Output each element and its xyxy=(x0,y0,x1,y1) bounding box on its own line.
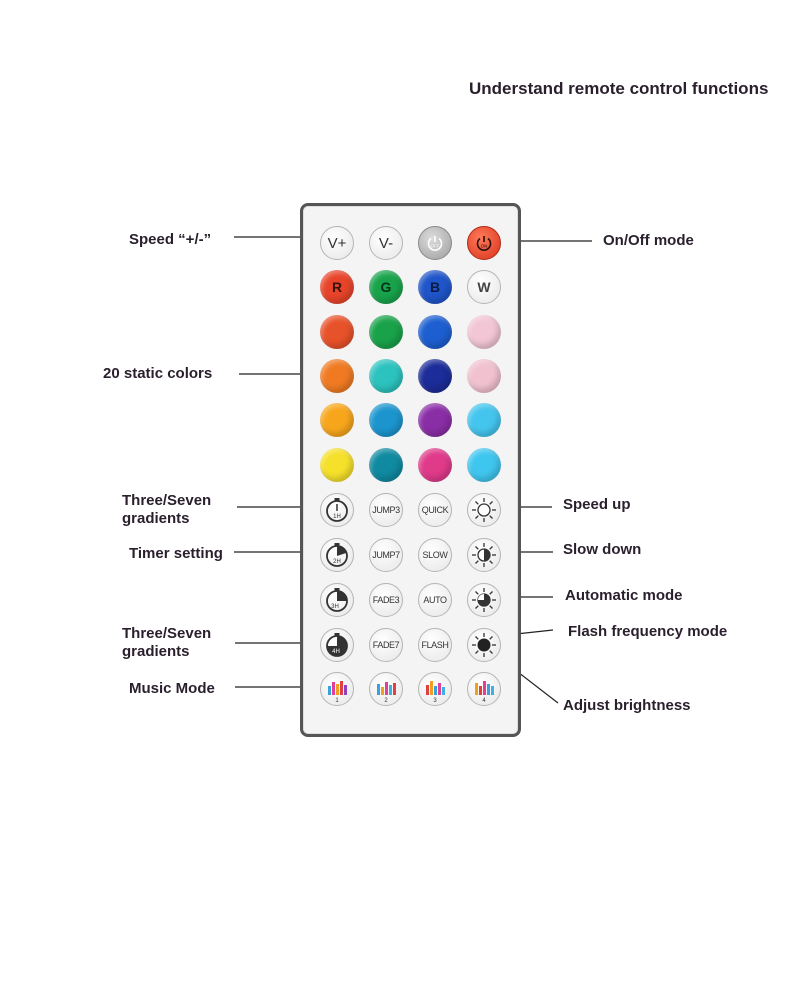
music-1-button[interactable]: 1 xyxy=(320,672,354,706)
page-title: Understand remote control functions xyxy=(469,79,769,98)
music-4-button[interactable]: 4 xyxy=(467,672,501,706)
jump3-button[interactable]: JUMP3 xyxy=(369,493,403,527)
fade3-button[interactable]: FADE3 xyxy=(369,583,403,617)
stopwatch-icon: 4H xyxy=(326,633,348,657)
color-button[interactable] xyxy=(467,403,501,437)
fade7-button[interactable]: FADE7 xyxy=(369,628,403,662)
stopwatch-icon: 1H xyxy=(326,498,348,522)
color-button[interactable] xyxy=(418,448,452,482)
label-speed: Speed “+/-” xyxy=(129,231,212,248)
blue-button[interactable]: B xyxy=(418,270,452,304)
color-button[interactable] xyxy=(369,359,403,393)
brightness-down-button[interactable] xyxy=(467,538,501,572)
music-label: 4 xyxy=(482,698,486,704)
timer-label: 3H xyxy=(331,604,339,610)
brightness-full-button[interactable] xyxy=(467,628,501,662)
white-label: W xyxy=(477,279,491,295)
power-on-button[interactable]: ON xyxy=(467,226,501,260)
remote-control: V+ V- OFF ON R G B W xyxy=(300,203,521,737)
slow-button[interactable]: SLOW xyxy=(418,538,452,572)
power-icon: ON xyxy=(476,236,492,251)
quick-button[interactable]: QUICK xyxy=(418,493,452,527)
timer-label: 1H xyxy=(333,514,341,520)
color-button[interactable] xyxy=(320,315,354,349)
slow-label: SLOW xyxy=(422,550,448,560)
sun-icon xyxy=(472,498,496,522)
jump7-label: JUMP7 xyxy=(372,550,400,560)
speed-minus-label: V- xyxy=(378,234,394,252)
fade3-label: FADE3 xyxy=(372,595,400,605)
color-button[interactable] xyxy=(467,359,501,393)
label-static-colors: 20 static colors xyxy=(103,365,213,382)
stopwatch-icon: 3H xyxy=(326,588,348,612)
green-label: G xyxy=(380,279,392,295)
timer-2h-button[interactable]: 2H xyxy=(320,538,354,572)
speed-plus-label: V+ xyxy=(327,234,347,252)
flash-button[interactable]: FLASH xyxy=(418,628,452,662)
equalizer-icon: 1 xyxy=(328,681,347,704)
auto-button[interactable]: AUTO xyxy=(418,583,452,617)
green-button[interactable]: G xyxy=(369,270,403,304)
label-speed-up: Speed up xyxy=(563,496,631,513)
color-button[interactable] xyxy=(369,315,403,349)
power-icon: OFF xyxy=(427,236,443,251)
quick-label: QUICK xyxy=(421,505,449,515)
label-brightness: Adjust brightness xyxy=(563,697,691,714)
sun-icon xyxy=(472,633,496,657)
jump3-label: JUMP3 xyxy=(372,505,400,515)
equalizer-icon: 4 xyxy=(475,681,494,704)
music-label: 3 xyxy=(433,698,437,704)
fade7-label: FADE7 xyxy=(372,640,400,650)
music-label: 2 xyxy=(384,698,388,704)
power-off-button[interactable]: OFF xyxy=(418,226,452,260)
label-timer: Timer setting xyxy=(129,545,223,562)
music-label: 1 xyxy=(335,698,339,704)
speed-down-button[interactable]: V- xyxy=(369,226,403,260)
stopwatch-icon: 2H xyxy=(326,543,348,567)
label-automatic: Automatic mode xyxy=(565,587,683,604)
label-on-off: On/Off mode xyxy=(603,232,694,249)
power-off-text: OFF xyxy=(431,244,440,249)
sun-icon xyxy=(472,588,496,612)
white-button[interactable]: W xyxy=(467,270,501,304)
color-button[interactable] xyxy=(369,448,403,482)
color-button[interactable] xyxy=(320,448,354,482)
label-slow-down: Slow down xyxy=(563,541,642,558)
music-2-button[interactable]: 2 xyxy=(369,672,403,706)
sun-icon xyxy=(472,543,496,567)
flash-label: FLASH xyxy=(421,640,449,650)
brightness-up-button[interactable] xyxy=(467,493,501,527)
timer-4h-button[interactable]: 4H xyxy=(320,628,354,662)
label-music: Music Mode xyxy=(129,680,215,697)
color-button[interactable] xyxy=(467,315,501,349)
color-button[interactable] xyxy=(418,359,452,393)
timer-1h-button[interactable]: 1H xyxy=(320,493,354,527)
label-gradients-2: Three/Seven gradients xyxy=(122,625,212,660)
color-button[interactable] xyxy=(320,403,354,437)
speed-up-button[interactable]: V+ xyxy=(320,226,354,260)
color-button[interactable] xyxy=(467,448,501,482)
timer-label: 4H xyxy=(332,649,340,655)
color-button[interactable] xyxy=(369,403,403,437)
power-on-text: ON xyxy=(481,244,488,249)
label-gradients-1: Three/Seven gradients xyxy=(122,492,212,527)
blue-label: B xyxy=(429,279,441,295)
auto-label: AUTO xyxy=(423,595,447,605)
music-3-button[interactable]: 3 xyxy=(418,672,452,706)
equalizer-icon: 2 xyxy=(377,682,396,704)
color-button[interactable] xyxy=(418,315,452,349)
color-button[interactable] xyxy=(418,403,452,437)
jump7-button[interactable]: JUMP7 xyxy=(369,538,403,572)
color-button[interactable] xyxy=(320,359,354,393)
timer-label: 2H xyxy=(333,559,341,565)
equalizer-icon: 3 xyxy=(426,681,445,704)
red-button[interactable]: R xyxy=(320,270,354,304)
brightness-auto-button[interactable] xyxy=(467,583,501,617)
label-flash-freq: Flash frequency mode xyxy=(568,623,728,640)
red-label: R xyxy=(331,279,343,295)
timer-3h-button[interactable]: 3H xyxy=(320,583,354,617)
